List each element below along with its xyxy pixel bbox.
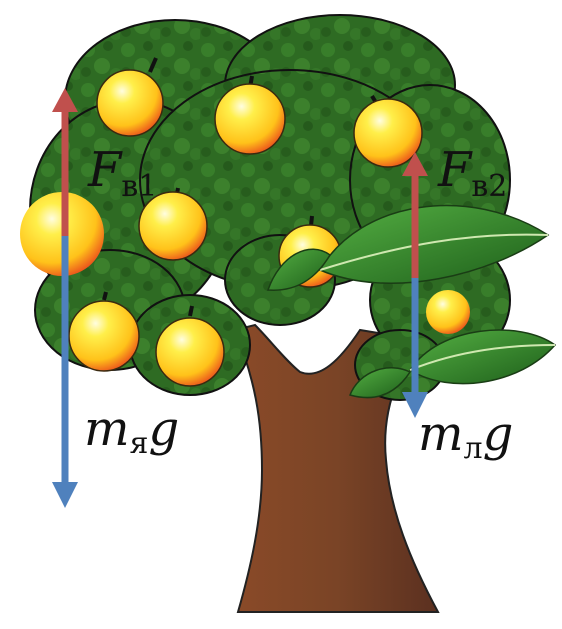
weight-right-label: mлg: [418, 406, 513, 466]
apple: [426, 290, 470, 334]
apple: [96, 57, 164, 137]
leaf: [348, 367, 412, 399]
leaf: [266, 248, 331, 291]
weight-left-label: mяg: [84, 401, 179, 461]
apple: [214, 75, 286, 155]
force-left-label: Fв1: [87, 142, 157, 204]
arrow-head-down-right: [402, 392, 428, 418]
apple: [155, 305, 225, 387]
arrow-head-up-right: [402, 152, 428, 176]
apple: [353, 94, 423, 168]
arrow-head-down-left: [52, 482, 78, 508]
arrow-head-up-left: [52, 88, 78, 112]
apple: [138, 187, 208, 261]
apple: [68, 291, 140, 372]
force-arrows: [52, 88, 428, 508]
apple-group: [20, 57, 470, 387]
force-right-label: Fв2: [437, 142, 507, 204]
leaf-group: [266, 204, 557, 399]
